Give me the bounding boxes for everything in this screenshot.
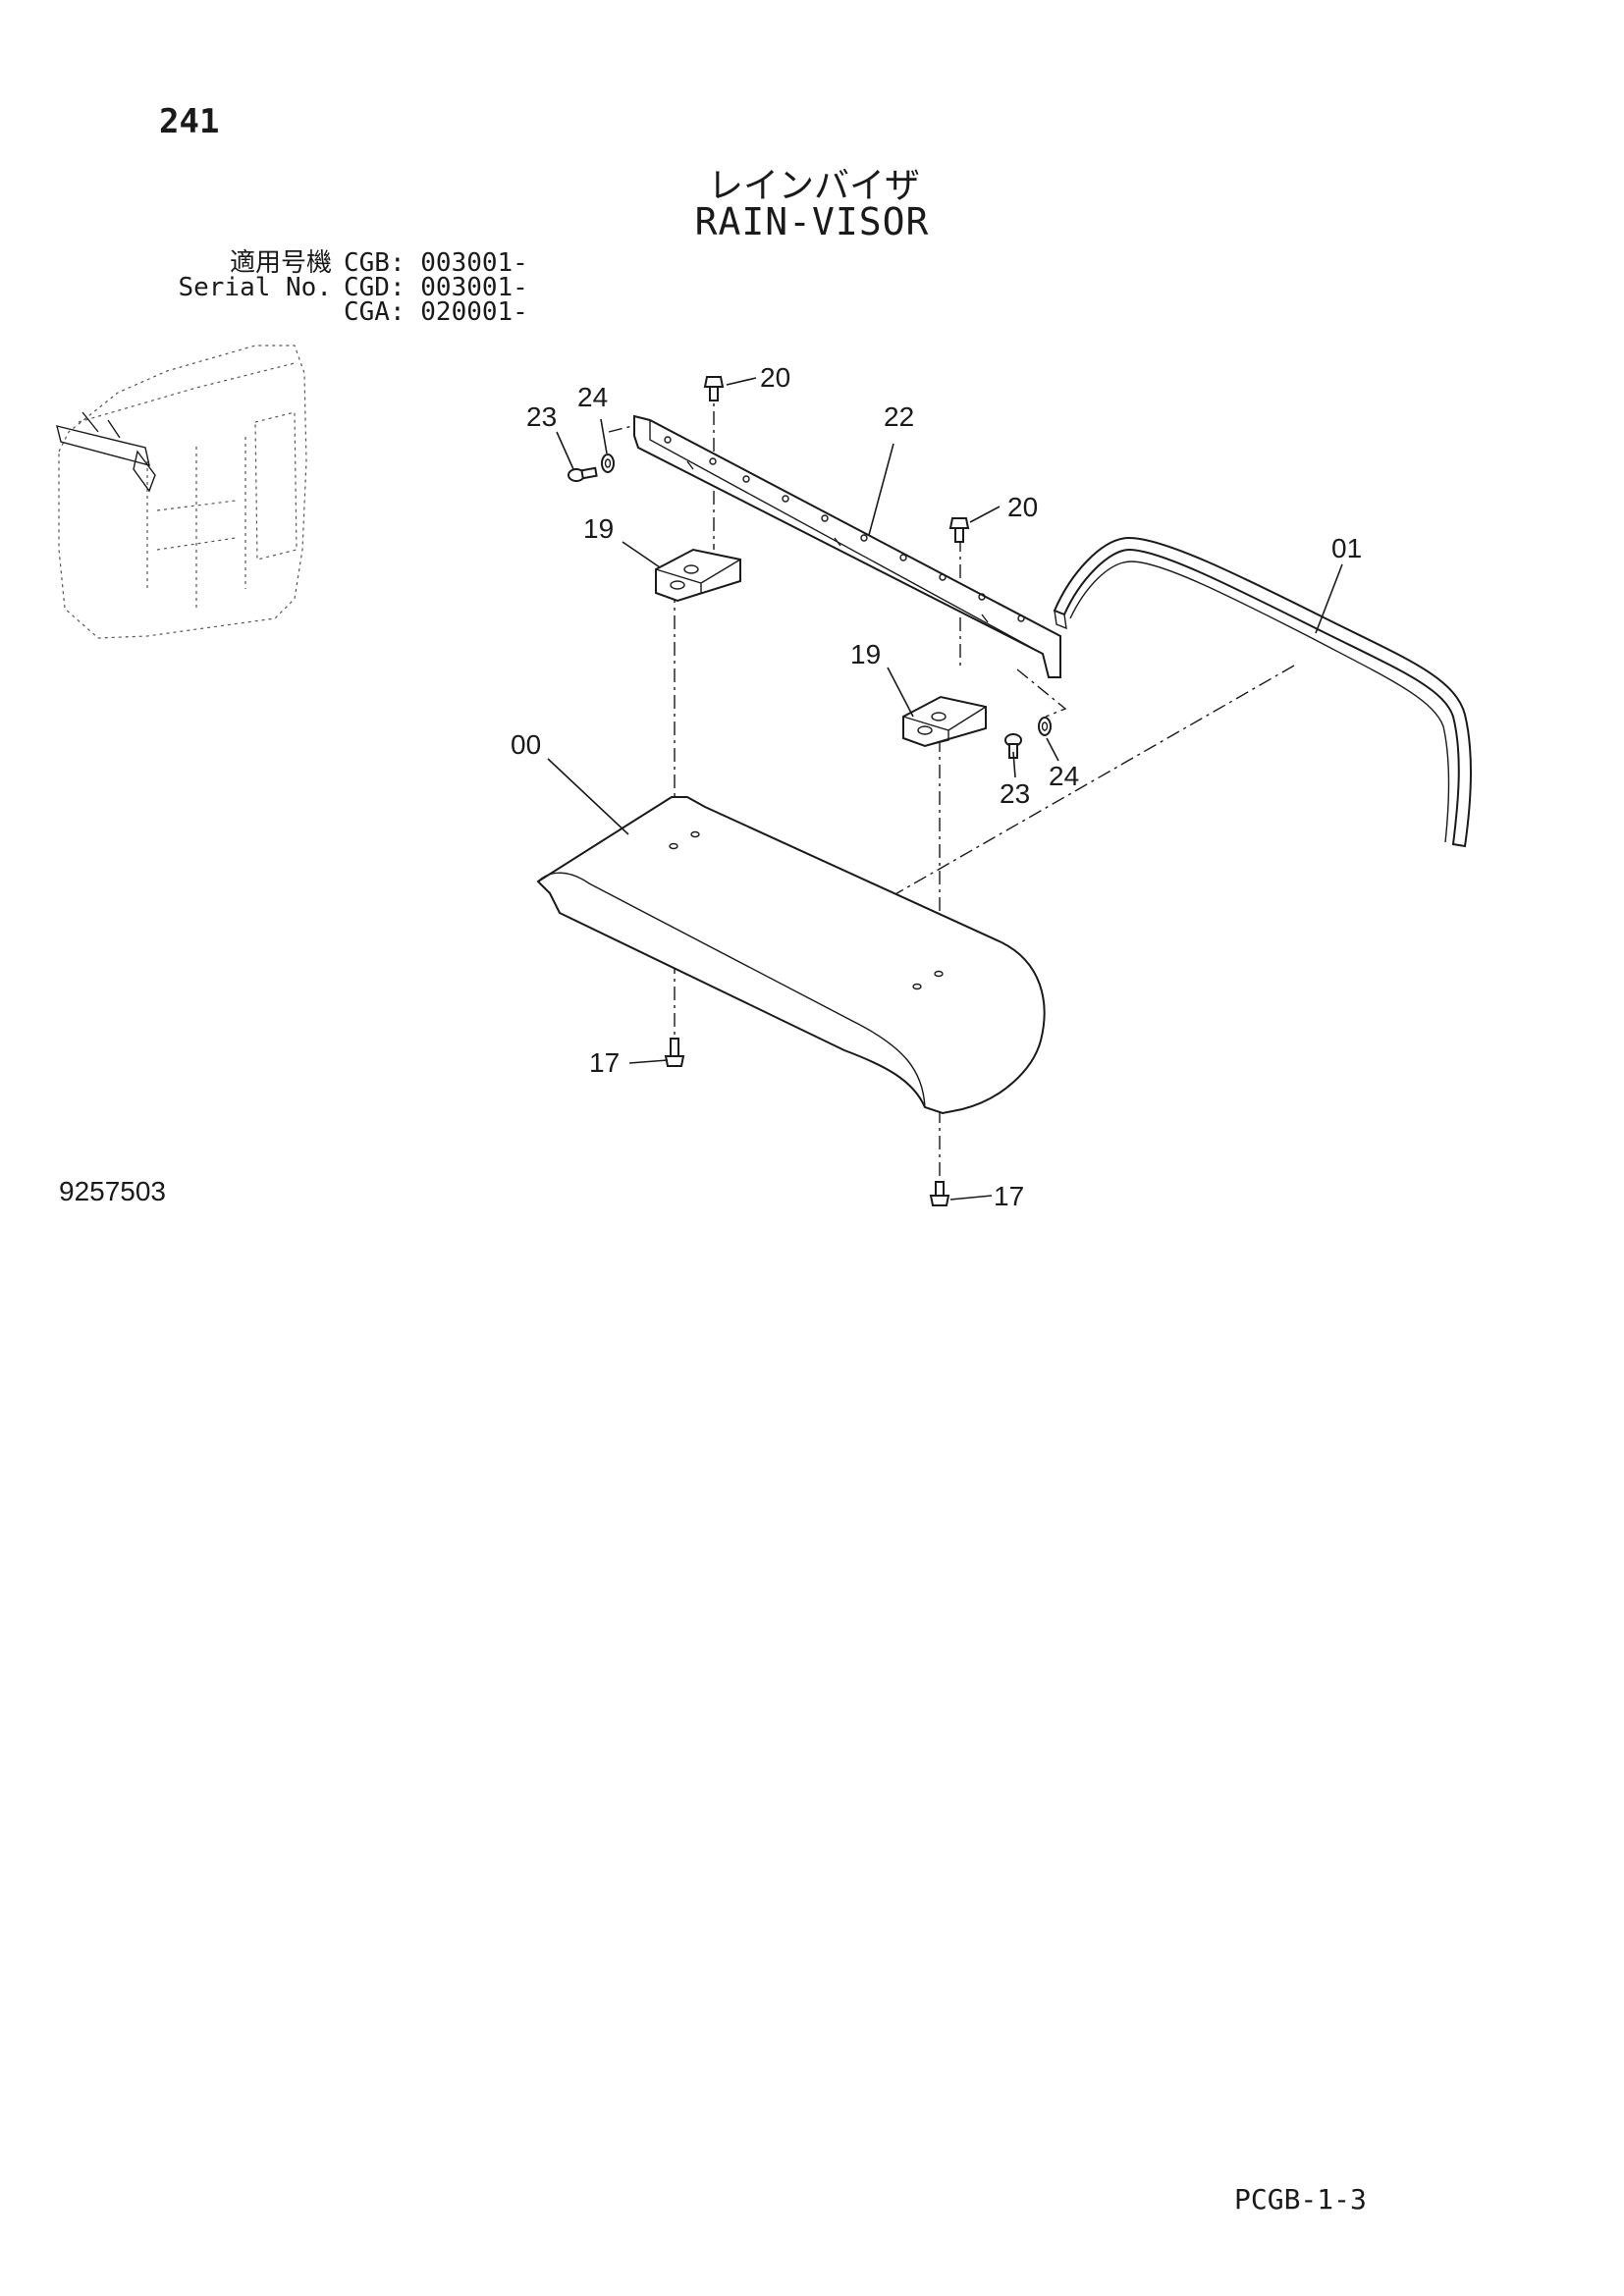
callout-22: 22: [884, 401, 914, 432]
cab-overview-icon: [56, 345, 307, 639]
callout-20: 20: [1007, 492, 1038, 522]
part-00-visor-panel: [536, 796, 1046, 1115]
part-19-bracket-left: [655, 548, 741, 603]
callout-19: 19: [583, 513, 614, 544]
callout-23: 23: [1000, 778, 1030, 809]
callout-17: 17: [589, 1047, 620, 1078]
title-english: RAIN-VISOR: [694, 200, 930, 243]
part-19-bracket-right: [902, 695, 987, 748]
page-number: 241: [159, 102, 220, 141]
part-23-bolt: [568, 466, 598, 482]
serial-label-jp: 適用号機: [229, 248, 332, 278]
part-01-seal-strip: [1053, 536, 1473, 848]
leader-lines: [547, 377, 1343, 1201]
serial-block: 適用号機 CGB: 003001- Serial No. CGD: 003001…: [157, 248, 528, 327]
callout-19: 19: [850, 639, 881, 669]
part-20-bolt: [703, 376, 725, 401]
drawing-number: 9257503: [59, 1176, 167, 1206]
callout-17: 17: [994, 1181, 1024, 1211]
callout-20: 20: [760, 362, 790, 393]
callout-labels: 20 24 23 22 20 19 01 19 00 23 24 17 17: [511, 362, 1362, 1211]
serial-label-en: Serial No.: [178, 273, 332, 302]
callout-24: 24: [1049, 761, 1079, 791]
part-24-washer: [1038, 717, 1052, 736]
serial-code: CGB: 003001-: [344, 248, 528, 278]
serial-code: CGA: 020001-: [344, 297, 528, 327]
serial-code: CGD: 003001-: [344, 273, 528, 302]
part-22-rail: [633, 414, 1061, 678]
callout-00: 00: [511, 729, 541, 760]
part-17-bolt: [664, 1038, 685, 1067]
callout-24: 24: [577, 382, 608, 412]
part-24-washer: [601, 454, 615, 473]
callout-23: 23: [526, 401, 557, 432]
part-20-bolt: [948, 517, 970, 543]
part-23-bolt: [1004, 733, 1022, 759]
title-japanese: レインバイザ: [707, 166, 920, 206]
page-code: PCGB-1-3: [1234, 2183, 1367, 2216]
callout-01: 01: [1331, 533, 1362, 563]
part-17-bolt: [929, 1181, 950, 1206]
